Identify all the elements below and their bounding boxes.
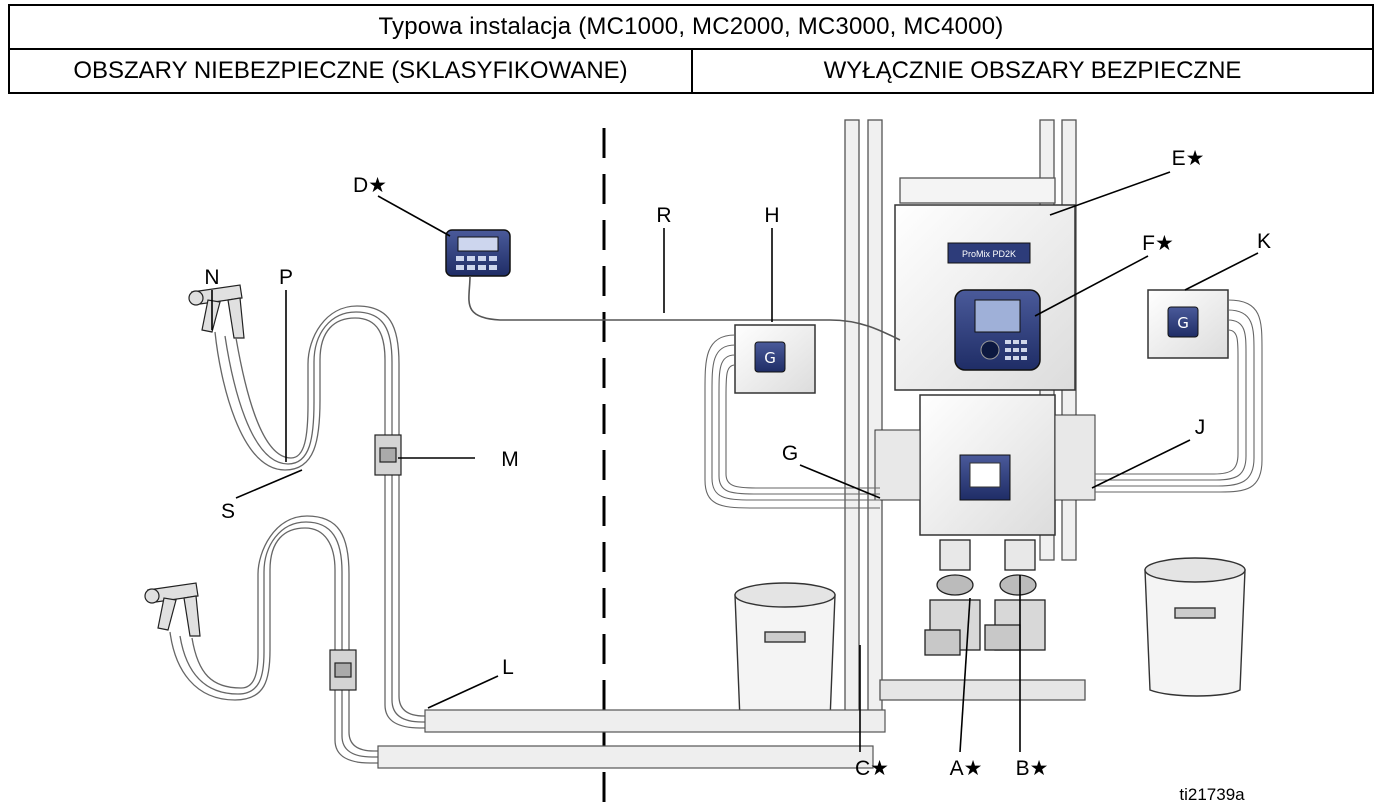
callout-G: G [782,442,798,465]
callout-S: S [221,500,235,523]
callout-M: M [501,448,519,471]
callout-L: L [502,656,514,679]
spray-gun-upper [189,285,244,338]
swivel-fitting-upper [375,435,401,475]
spray-gun-lower [145,583,200,636]
booth-control [446,230,510,276]
callout-B: B★ [1016,757,1049,780]
leader-lines [212,172,1258,752]
advanced-display-module [955,290,1040,370]
booth-control-cable [469,276,900,340]
color-change-module-h: G [735,325,815,393]
callout-N: N [204,266,219,289]
callout-R: R [656,204,671,227]
callout-P: P [279,266,293,289]
svg-text:G: G [1177,314,1189,332]
color-change-module-k: G [1148,290,1228,358]
figure-reference: ti21739a [1179,785,1245,802]
callout-J: J [1195,416,1206,439]
hose-bundle-wrap-upper [425,710,885,732]
brand-plate-label: ProMix PD2K [962,249,1016,259]
callout-D: D★ [353,174,387,197]
callout-H: H [764,204,779,227]
callout-F: F★ [1142,232,1174,255]
svg-text:G: G [764,349,776,367]
callout-E: E★ [1172,147,1205,170]
pump-assembly-b [985,540,1045,650]
callout-C: C★ [855,757,889,780]
pump-assembly-a [925,540,980,655]
hose-bundle-wrap-lower [378,746,873,768]
swivel-fitting-lower [330,650,356,690]
callout-A: A★ [950,757,983,780]
solvent-pail-left [735,583,835,726]
solvent-pail-right [1145,558,1245,696]
callout-K: K [1257,230,1271,253]
